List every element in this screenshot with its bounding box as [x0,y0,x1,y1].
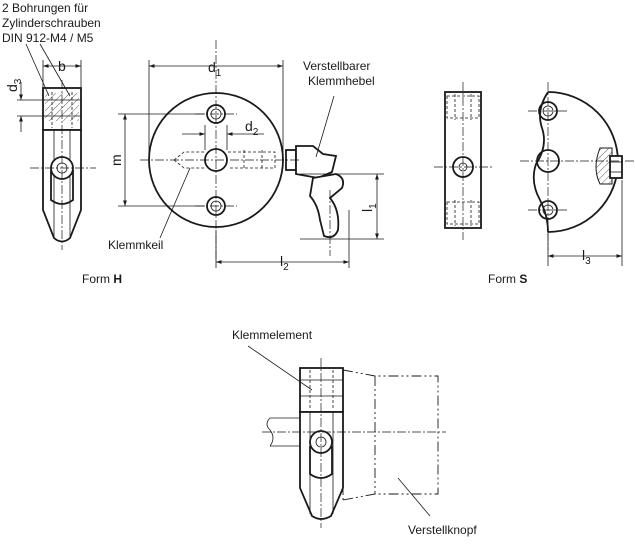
front-view-form-s: l3 [520,82,635,267]
dim-l1: l1 [359,203,379,212]
label-wedge: Klemmkeil [108,238,163,252]
label-lever-line2: Klemmhebel [308,74,375,88]
label-bores-line2: Zylinderschrauben [2,16,101,30]
label-lever-line1: Verstellbarer [303,59,370,73]
front-view-form-h: d1 d2 m l1 l2 [108,40,384,273]
label-adjust-knob: Verstellknopf [408,523,477,537]
dim-d3: d3 [4,78,24,92]
dim-l3: l3 [582,247,591,267]
caption-form-s: Form S [488,272,527,286]
assembly-view [247,345,446,528]
side-view-form-h: b d3 [4,43,96,250]
caption-form-h: Form H [82,272,122,286]
dim-d2: d2 [245,118,259,138]
dim-b: b [58,58,66,74]
dim-l2: l2 [280,253,289,273]
label-clamp-element: Klemmelement [232,328,313,342]
side-view-form-s [434,82,494,240]
dim-d1: d1 [208,59,222,79]
label-bores-line1: 2 Bohrungen für [2,1,88,15]
label-bores-line3: DIN 912-M4 / M5 [2,31,94,45]
dim-m: m [108,154,124,166]
